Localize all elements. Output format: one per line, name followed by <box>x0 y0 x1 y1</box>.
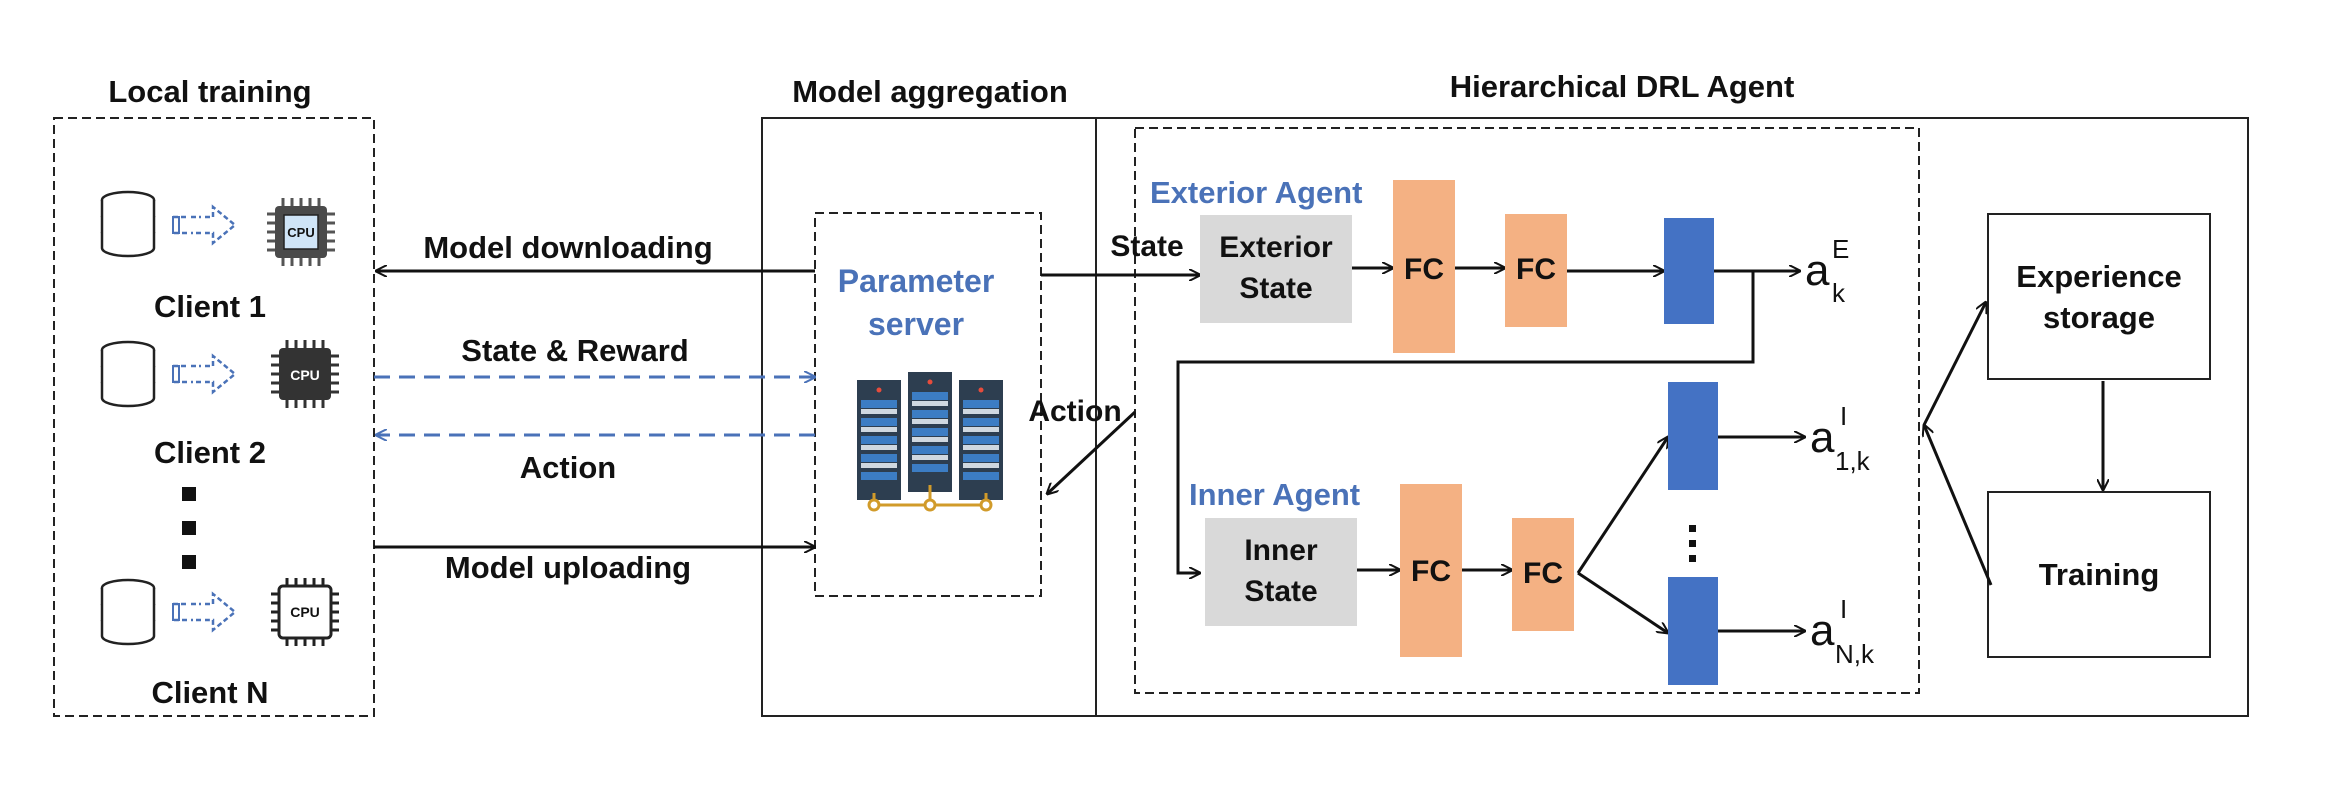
agent-network-frame <box>1134 127 1920 694</box>
inner-agent-title: Inner Agent <box>1189 477 1360 512</box>
exterior-to-inner-connector <box>1176 271 1755 573</box>
ellipsis-dots <box>182 487 196 569</box>
inner-fc2-label: FC <box>1523 557 1563 590</box>
cpu-chip-icon: CPU <box>269 338 341 410</box>
svg-text:a: a <box>1810 606 1835 655</box>
experience-storage-line1: Experience <box>2016 259 2181 294</box>
exterior-fc2-label: FC <box>1516 253 1556 286</box>
state-reward-label: State & Reward <box>461 333 688 368</box>
exterior-agent-title: Exterior Agent <box>1150 175 1362 210</box>
svg-text:a: a <box>1805 246 1830 295</box>
client-label: Client N <box>151 675 268 710</box>
training-label: Training <box>2039 557 2160 592</box>
svg-text:1,k: 1,k <box>1835 446 1871 476</box>
inner-output-n <box>1668 577 1718 685</box>
state-label: State <box>1110 230 1183 263</box>
section-title-hierarchical-agent: Hierarchical DRL Agent <box>1450 69 1795 104</box>
inner-state-box <box>1205 518 1357 626</box>
client-label: Client 2 <box>154 435 266 470</box>
parameter-server-title-line1: Parameter <box>838 263 995 299</box>
experience-storage-box <box>1987 213 2211 380</box>
dashed-arrow-icon <box>171 592 237 632</box>
local-training-frame <box>53 117 375 717</box>
cpu-chip-icon: CPU <box>271 578 339 646</box>
chip-label: CPU <box>290 367 320 383</box>
parameter-server-title-line2: server <box>868 306 964 342</box>
inner-state-line1: Inner <box>1244 534 1318 567</box>
exterior-output <box>1664 218 1714 324</box>
chip-label: CPU <box>287 225 314 240</box>
svg-text:I: I <box>1840 594 1847 624</box>
exterior-state-line2: State <box>1239 272 1312 305</box>
experience-storage-line2: storage <box>2043 300 2155 335</box>
exterior-action-symbol: a E k <box>1805 234 1849 308</box>
agent-action-arrow <box>1047 410 1137 494</box>
to-experience-arrow <box>1922 302 1986 426</box>
inner-fc2 <box>1512 518 1574 631</box>
inner-action-1-symbol: a I 1,k <box>1810 401 1871 476</box>
svg-text:a: a <box>1810 413 1835 462</box>
training-feedback-arrow <box>1924 425 1993 586</box>
dashed-arrow-icon <box>171 205 237 245</box>
action-label: Action <box>520 450 616 485</box>
svg-text:k: k <box>1832 278 1846 308</box>
model-uploading-label: Model uploading <box>445 550 691 585</box>
agent-action-label: Action <box>1028 395 1121 428</box>
database-icon <box>100 190 156 258</box>
inner-fc1-label: FC <box>1411 555 1451 588</box>
server-rack-icon <box>857 372 1003 512</box>
exterior-state-box <box>1200 215 1352 323</box>
hierarchical-agent-frame <box>1095 117 2249 717</box>
client-n: CPU Client N <box>100 578 339 710</box>
model-downloading-label: Model downloading <box>423 230 712 265</box>
exterior-fc1 <box>1393 180 1455 353</box>
inner-action-n-symbol: a I N,k <box>1810 594 1875 669</box>
database-icon <box>100 340 156 408</box>
parameter-server-frame <box>814 212 1042 597</box>
section-title-model-aggregation: Model aggregation <box>792 74 1068 109</box>
exterior-fc1-label: FC <box>1404 253 1444 286</box>
arrow <box>1576 437 1668 574</box>
vertical-ellipsis <box>1689 525 1696 562</box>
client-2: CPU Client 2 <box>100 338 341 470</box>
database-icon <box>100 578 156 646</box>
dashed-arrow-icon <box>171 354 237 394</box>
section-title-local-training: Local training <box>108 74 311 109</box>
cpu-chip-icon: CPU <box>267 198 335 266</box>
svg-text:I: I <box>1840 401 1847 431</box>
inner-output-1 <box>1668 382 1718 490</box>
client-1: CPU Client 1 <box>100 190 335 324</box>
inner-fc1 <box>1400 484 1462 657</box>
chip-label: CPU <box>290 604 320 620</box>
exterior-state-line1: Exterior <box>1219 231 1333 264</box>
svg-text:N,k: N,k <box>1835 639 1875 669</box>
arrow <box>1577 571 1668 633</box>
exterior-fc2 <box>1505 214 1567 327</box>
svg-text:E: E <box>1832 234 1849 264</box>
client-label: Client 1 <box>154 289 266 324</box>
inner-state-line2: State <box>1244 575 1317 608</box>
